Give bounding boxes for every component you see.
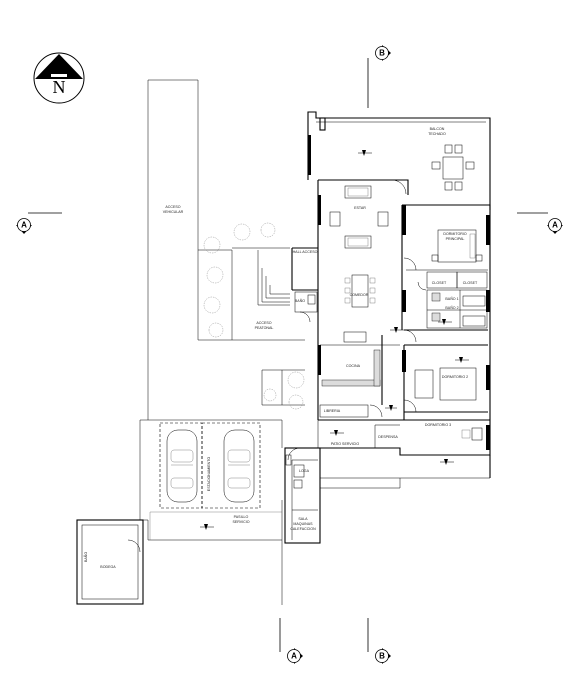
label-hall: HALL ACCESO <box>293 250 318 254</box>
label-sala-1: SALA <box>298 517 308 521</box>
label-dorm1-2: PRINCIPAL <box>446 237 465 241</box>
label-comedor: COMEDOR <box>350 293 369 297</box>
label-bodega: BODEGA <box>100 565 116 569</box>
label-closet-b: CLOSET <box>463 281 478 285</box>
bodega-block <box>76 519 144 605</box>
section-label-a-left: A <box>21 221 27 230</box>
north-arrow-icon: N <box>33 52 85 104</box>
level-mark-icon <box>390 327 404 333</box>
section-mark-a-left: A <box>16 218 32 234</box>
level-mark-icon <box>385 405 397 411</box>
label-bano2: BAÑO 2 <box>445 305 458 310</box>
sofa-icon <box>344 235 372 249</box>
sofa-icon <box>344 185 372 199</box>
armchair-icon <box>377 211 389 227</box>
label-dorm2: DORMITORIO 2 <box>442 375 468 379</box>
level-mark-icon <box>438 319 452 325</box>
trees <box>203 222 305 410</box>
car-icon <box>166 429 198 503</box>
level-mark-icon <box>330 430 344 436</box>
label-acceso-vehicular-2: VEHICULAR <box>163 210 184 214</box>
site-outline <box>139 79 305 605</box>
doors <box>287 179 427 461</box>
label-sala-2: MAQUINAS <box>293 522 313 526</box>
section-label-b-bottom: B <box>379 652 385 661</box>
section-label-b-top: B <box>379 49 385 58</box>
label-balcon-1: BALCON <box>430 127 445 131</box>
bed-icon <box>414 367 477 401</box>
label-loga: LOGA <box>299 469 310 473</box>
house-walls <box>284 111 491 544</box>
label-balcon-2: TECHADO <box>428 132 446 136</box>
section-mark-b-top: B <box>375 45 391 61</box>
section-label-a-bottom: A <box>291 652 297 661</box>
label-acceso-peatonal-1: ACCESO <box>256 321 271 325</box>
label-estar: ESTAR <box>354 206 366 210</box>
label-cocina: COCINA <box>346 364 361 368</box>
label-dorm1-1: DORMITORIO <box>443 232 466 236</box>
label-closet-a: CLOSET <box>432 281 447 285</box>
level-mark-icon <box>440 459 454 465</box>
armchair-icon <box>329 211 341 227</box>
label-estacionamiento: ESTACIONAMIENTO <box>207 457 211 492</box>
bed-icon <box>431 229 483 263</box>
label-patio: PATIO SERVICIO <box>331 442 360 446</box>
label-pasillo-2: SERVICIO <box>232 520 249 524</box>
section-mark-a-bottom: A <box>287 648 303 664</box>
label-libreria: LIBRERIA <box>324 409 341 413</box>
section-marks <box>28 58 548 652</box>
level-marks <box>200 150 469 530</box>
north-letter: N <box>53 77 66 97</box>
label-bano-bodega: BAÑO <box>83 552 88 562</box>
furniture <box>285 144 486 489</box>
section-label-a-right: A <box>552 221 558 230</box>
label-despensa: DESPENSA <box>378 435 398 439</box>
level-mark-icon <box>358 150 372 156</box>
label-sala-3: CALEFACCION <box>290 527 316 531</box>
section-mark-b-bottom: B <box>375 648 391 664</box>
wall-fills <box>308 135 490 450</box>
room-labels: BALCON TECHADO ESTAR COMEDOR COCINA HALL… <box>83 127 478 569</box>
label-dorm3: DORMITORIO 3 <box>425 423 451 427</box>
level-mark-icon <box>455 357 469 363</box>
label-pasillo-1: PASILLO <box>234 515 249 519</box>
parking-spaces <box>159 422 261 509</box>
car-icon <box>223 429 255 503</box>
level-mark-icon <box>200 524 214 530</box>
balcony-table-icon <box>431 144 475 191</box>
label-acceso-vehicular-1: ACCESO <box>165 205 180 209</box>
label-bano1: BAÑO 1 <box>445 296 458 301</box>
section-mark-a-right: A <box>547 218 563 234</box>
label-bano-visita: BAÑO <box>295 298 305 303</box>
dining-table-icon <box>344 274 376 308</box>
label-acceso-peatonal-2: PEATONAL <box>255 326 274 330</box>
